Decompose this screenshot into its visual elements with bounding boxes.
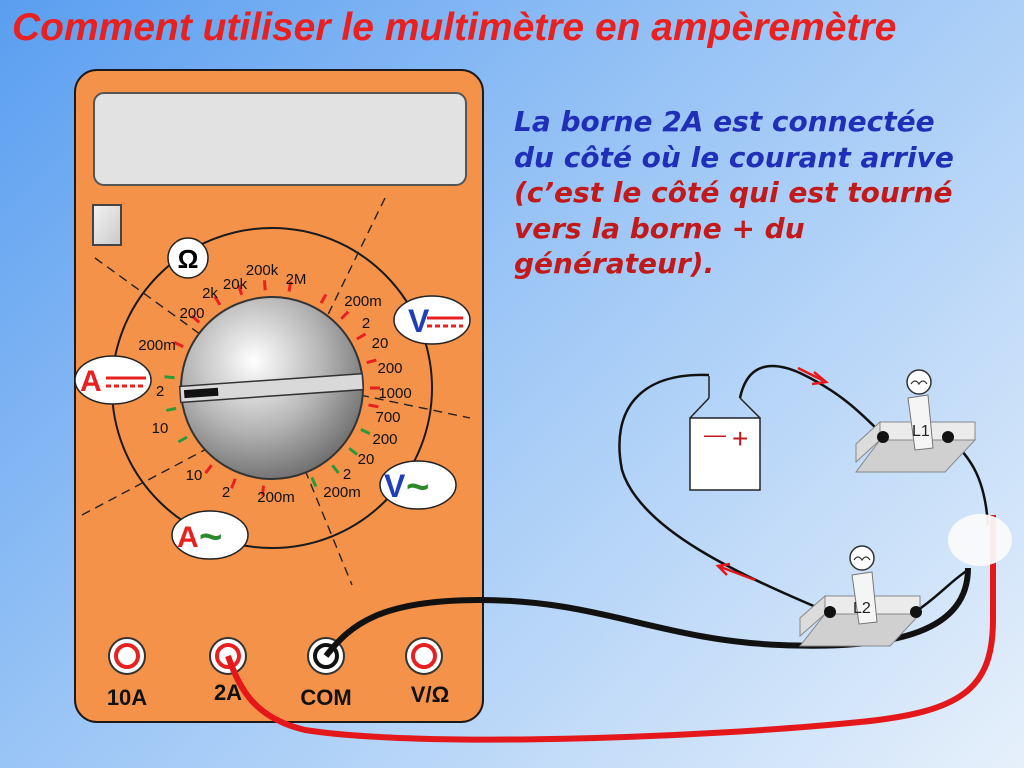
page-title: Comment utiliser le multimètre en ampère… <box>12 6 897 49</box>
dial-label: 2 <box>362 315 370 332</box>
dial-label: 20 <box>358 451 375 468</box>
dial-tick <box>366 358 377 365</box>
dial-label: 10 <box>186 467 203 484</box>
lamp-l2: L2 <box>798 545 922 647</box>
terminal-com-label: COM <box>300 685 351 710</box>
dial-label: 20k <box>223 276 248 293</box>
terminal-v-ohm-label: V/Ω <box>411 682 449 707</box>
dial-tick <box>356 332 367 341</box>
dial-tick <box>190 314 201 324</box>
generator: — + <box>689 376 761 491</box>
lamp-l1: L1 <box>855 369 977 473</box>
dial-label: 200m <box>257 489 295 506</box>
selector-pointer <box>178 372 365 404</box>
generator-plus: + <box>732 423 748 454</box>
dial-tick <box>261 485 265 496</box>
dial-tick <box>287 281 293 292</box>
volt-dc-letter: V <box>408 303 430 339</box>
power-button[interactable] <box>92 204 122 246</box>
dial-label: 2 <box>343 466 351 483</box>
volt-ac-wave: ~ <box>406 465 429 509</box>
dial-tick <box>230 478 237 489</box>
dial-label: 2M <box>286 271 307 288</box>
ohm-symbol: Ω <box>167 237 209 279</box>
dial-tick <box>173 340 184 348</box>
dial-label: 2 <box>222 484 230 501</box>
dial-tick <box>310 476 318 488</box>
dial-label: 200m <box>138 337 176 354</box>
volt-ac-symbol: V ~ <box>379 460 457 510</box>
dial-label: 2k <box>202 285 218 302</box>
current-arrow-bottom <box>715 562 756 582</box>
dial-tick <box>340 310 350 320</box>
explanation-text: La borne 2A est connectée du côté où le … <box>514 104 984 282</box>
dial-tick <box>164 375 175 380</box>
dial-tick <box>177 435 188 444</box>
dial-tick <box>368 403 379 409</box>
dial-tick <box>237 284 244 296</box>
dial-label: 200 <box>372 431 397 448</box>
dial-label: 200 <box>179 305 204 322</box>
lamp-l2-label: L2 <box>853 600 871 617</box>
dial-label: 700 <box>375 409 400 426</box>
current-arrow-top <box>797 366 829 386</box>
volt-dc-symbol: V <box>393 295 471 345</box>
amp-ac-symbol: A ~ <box>171 510 249 560</box>
dial-label: 20 <box>372 335 389 352</box>
dial-label: 200k <box>246 262 279 279</box>
generator-minus: — <box>704 422 726 447</box>
ohm-label: Ω <box>178 244 199 274</box>
lcd-screen <box>93 92 467 186</box>
volt-ac-letter: V <box>384 468 406 504</box>
explanation-part-blue: La borne 2A est connectée du côté où le … <box>514 105 954 174</box>
dial-dashed-dividers <box>81 197 471 586</box>
dial-tick <box>262 280 267 291</box>
dial-tick <box>348 447 359 456</box>
dial-tick <box>319 293 328 304</box>
dial-ticks <box>164 280 380 496</box>
dial-labels: 2002k20k200k2M200m2202001000700200202200… <box>138 262 411 506</box>
explanation-part-red: (c’est le côté qui est tourné vers la bo… <box>514 176 953 281</box>
probe-connection <box>948 514 1012 566</box>
dial-label: 1000 <box>378 385 411 402</box>
amp-dc-symbol: A <box>74 355 152 405</box>
dial-label: 200m <box>344 293 382 310</box>
terminal-v-ohm[interactable] <box>405 637 443 675</box>
dial-label: 200m <box>323 484 361 501</box>
terminal-10a[interactable] <box>108 637 146 675</box>
lamp-l1-label: L1 <box>912 423 930 440</box>
terminal-10a-label: 10A <box>107 685 147 710</box>
amp-dc-letter: A <box>80 365 102 398</box>
dial-label: 2 <box>156 383 164 400</box>
dial-tick <box>213 295 222 306</box>
black-probe-wire <box>323 567 971 658</box>
red-probe-wire <box>225 515 996 743</box>
amp-ac-wave: ~ <box>199 515 222 559</box>
dial-label: 10 <box>152 420 169 437</box>
dial-tick <box>360 428 371 436</box>
dial-tick <box>331 464 340 475</box>
circuit-wires <box>618 364 990 615</box>
dial-tick <box>204 464 213 475</box>
dial-tick <box>166 406 177 412</box>
amp-ac-letter: A <box>177 521 199 554</box>
dial-label: 200 <box>377 360 402 377</box>
